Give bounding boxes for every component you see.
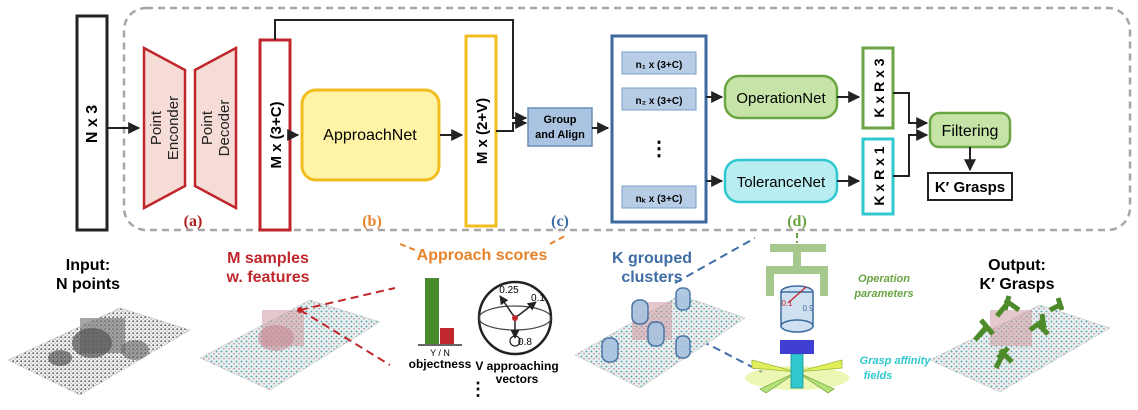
stage-label-c: (c) [551,213,569,230]
cluster-callout-line-1 [674,237,756,284]
network-frame [122,6,1132,232]
approachnet-label: ApproachNet [323,127,417,144]
sample-callout-line-2 [299,309,391,366]
arrow-op-to-filter [893,92,929,129]
op-params-caption-1: Operation [858,273,910,285]
v-approach-caption-1: V approaching [475,359,558,373]
group-align-block: Group and Align [527,107,593,147]
stage-label-d: (d) [787,213,807,230]
objectness-bar-yes [425,278,439,344]
objectness-yn-label: Y / N [430,348,450,358]
arrow-to-group [496,117,528,132]
bottom-ellipsis: ⋮ [469,379,487,399]
samples-pointcloud-image [199,299,381,391]
approach-output-label: M x (2+V) [474,98,491,164]
gripper-value-2: 0.9 [802,304,814,313]
objectness-caption: objectness [409,357,472,371]
affinity-caption-1: Grasp affinity [860,355,932,367]
grouped-caption-2: clusters [621,269,682,286]
v-approach-caption-2: vectors [496,372,539,386]
tolerance-output-block: K x R x 1 [861,137,895,216]
stage-label-a: (a) [184,213,203,230]
output-caption-2: K′ Grasps [980,276,1055,293]
seed-features-block: M x (3+C) [258,38,292,232]
input-block: N x 3 [75,14,109,232]
operationnet-label: OperationNet [736,90,826,107]
input-pointcloud-image [7,307,191,396]
affinity-field-illustration [745,340,849,394]
operation-output-block: K x R x 3 [861,46,895,130]
objectness-bar-chart [418,278,462,346]
gripper-illustration: 0.1 0.9 [766,244,828,333]
filtering-block: Filtering [928,111,1012,149]
cluster-row-k: nₖ x (3+C) [636,194,683,205]
point-decoder: Point Decoder [193,45,238,211]
decoder-label-2: Decoder [216,100,233,157]
samples-caption-1: M samples [227,250,309,267]
group-align-label-2: and Align [535,129,585,141]
final-grasps-label: K′ Grasps [935,179,1005,196]
objectness-bar-no [440,328,454,344]
grouped-caption-1: K grouped [612,250,692,267]
group-align-label-1: Group [544,114,577,126]
sphere-value-1: 0.25 [499,285,519,296]
operation-output-label: K x R x 3 [871,58,887,117]
approach-callout-line-2 [549,235,566,245]
affinity-caption-2: fields [864,370,893,382]
input-caption-2: N points [56,276,120,293]
output-pointcloud-image [929,295,1111,393]
encoder-label-1: Point [148,110,165,145]
input-block-label: N x 3 [84,105,101,143]
sphere-value-3: 0.8 [518,337,532,348]
gripper-value-1: 0.1 [781,299,793,308]
tolerancenet-label: ToleranceNet [737,174,826,191]
tolerancenet-block: ToleranceNet [723,158,839,204]
filtering-label: Filtering [942,123,999,140]
approach-callout-line-1 [399,243,416,251]
point-encoder: Point Enconder [142,45,187,211]
cluster-row-1: n₁ x (3+C) [636,60,683,71]
final-grasps-box: K′ Grasps [927,172,1013,201]
decoder-label-1: Point [199,110,216,145]
sphere-value-2: 0.1 [531,293,545,304]
seed-features-label: M x (3+C) [268,101,285,168]
approach-output-block: M x (2+V) [464,34,498,228]
tolerance-output-label: K x R x 1 [871,146,887,205]
approach-scores-caption: Approach scores [417,247,548,264]
output-caption-1: Output: [988,257,1046,274]
clusters-pointcloud-image [574,287,746,389]
cluster-row-2: n₂ x (3+C) [636,96,683,107]
op-params-caption-2: parameters [853,288,913,300]
samples-caption-2: w. features [226,269,310,286]
cluster-ellipsis: ⋮ [649,138,669,160]
stage-label-b: (b) [362,213,382,230]
clusters-block: n₁ x (3+C) n₂ x (3+C) ⋮ nₖ x (3+C) [610,34,708,224]
input-caption-1: Input: [66,257,110,274]
encoder-label-2: Enconder [165,96,182,160]
arrow-tol-to-filter [893,129,929,177]
approach-sphere: 0.25 0.1 0.8 [477,280,553,356]
sample-callout-line-1 [299,287,396,311]
approachnet-block: ApproachNet [300,88,441,182]
operationnet-block: OperationNet [723,74,839,120]
